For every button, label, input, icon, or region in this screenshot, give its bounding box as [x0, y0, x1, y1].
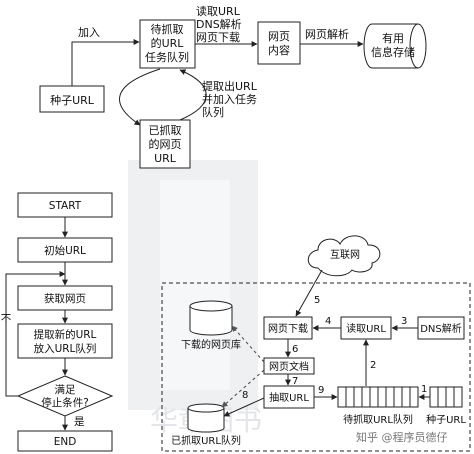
extract-line-1: 提取新的URL [34, 328, 97, 341]
crawled-line-3: URL [154, 152, 177, 165]
page-line-1: 网页 [268, 30, 290, 43]
crawled-queue-cylinder [187, 408, 225, 433]
loop-arrow-right [179, 69, 207, 121]
read-line-1: 读取URL [196, 4, 241, 18]
store-line-1: 有用 [382, 31, 404, 45]
end-label: END [54, 436, 77, 448]
seed-url-label: 种子URL [426, 413, 466, 426]
crawled-line-2: 的网页 [149, 137, 182, 151]
page-doc-label: 网页文档 [269, 360, 309, 373]
fetch-label: 获取网页 [44, 293, 86, 305]
page-content-box [257, 21, 301, 65]
seed-url-boxes [429, 386, 463, 408]
top-diagram: 种子URL 加入 待抓取 的URL 任务队列 读取URL DNS解析 网页下载 … [39, 4, 427, 169]
add-arrow [71, 39, 140, 86]
store-page-arrow [231, 325, 265, 363]
internet-cloud [307, 235, 381, 277]
step-4: 4 [325, 316, 331, 327]
seed-url-label: 种子URL [50, 93, 95, 107]
init-node [17, 237, 113, 263]
start-node [17, 192, 113, 218]
internet-label: 互联网 [330, 249, 360, 261]
step-5: 5 [314, 295, 320, 306]
pending-queue-box [139, 19, 196, 69]
page-library-cylinder [189, 306, 233, 336]
page-line-2: 内容 [268, 43, 290, 57]
step-1: 1 [421, 384, 427, 395]
extract-node [17, 323, 113, 359]
crawled-line-1: 已抓取 [149, 123, 182, 137]
step-2: 2 [370, 360, 376, 371]
extract-url-label: 抽取URL [269, 391, 309, 404]
step-5-arrow [295, 269, 323, 317]
step-6: 6 [292, 344, 298, 355]
add-label: 加入 [78, 26, 100, 39]
read-url-label: 读取URL [346, 322, 386, 335]
store-line-2: 信息存储 [371, 45, 415, 59]
crawled-url-box [139, 119, 191, 169]
queue-line-3: 任务队列 [145, 50, 189, 64]
extract-line-2: 放入URL队列 [34, 342, 97, 355]
system-boundary [161, 282, 471, 452]
fetch-node [17, 285, 113, 311]
page-library-label: 下载的网页库 [181, 338, 241, 351]
yes-label: 是 [74, 416, 85, 428]
crawled-queue-label: 已抓取URL队列 [171, 434, 241, 447]
zhihu-watermark: 知乎 @程序员德仔 [356, 430, 448, 444]
pending-queue-label: 待抓取URL队列 [343, 413, 413, 426]
init-label: 初始URL [44, 244, 86, 257]
pending-queue-boxes [337, 386, 419, 408]
step-8: 8 [242, 390, 248, 401]
extract-line-2: 并加入任务 [202, 92, 257, 106]
read-line-3: 网页下载 [196, 31, 240, 44]
read-line-2: DNS解析 [196, 17, 242, 31]
loop-arrow-left [119, 68, 161, 126]
extract-line-1: 提取出URL [202, 79, 258, 93]
step-8-arrow [223, 397, 265, 417]
queue-line-1: 待抓取 [151, 22, 184, 36]
no-label: 不 [1, 313, 12, 325]
step-3: 3 [401, 316, 407, 327]
start-label: START [49, 200, 82, 212]
architecture: 互联网 网页下载 5 读取URL 4 DNS解析 3 下载的网页库 网页文档 6 [161, 235, 471, 452]
no-loop-arrow [5, 271, 66, 397]
queue-line-2: 的URL [151, 36, 185, 50]
extract-line-3: 队列 [202, 105, 224, 119]
step-7: 7 [292, 376, 298, 387]
dns-label: DNS解析 [420, 322, 462, 335]
page-doc-box [263, 357, 315, 375]
download-label: 网页下载 [268, 323, 308, 335]
flowchart: START 初始URL 获取网页 提取新的URL 放入URL队列 满足 停止条件… [1, 192, 114, 452]
background-watermark: 华章图书 [128, 160, 262, 437]
decision-line-1: 满足 [55, 384, 76, 396]
parse-label: 网页解析 [305, 27, 349, 41]
decision-line-2: 停止条件? [41, 396, 89, 409]
decision-node [16, 375, 114, 417]
step-9: 9 [318, 385, 324, 396]
end-node [17, 430, 113, 452]
